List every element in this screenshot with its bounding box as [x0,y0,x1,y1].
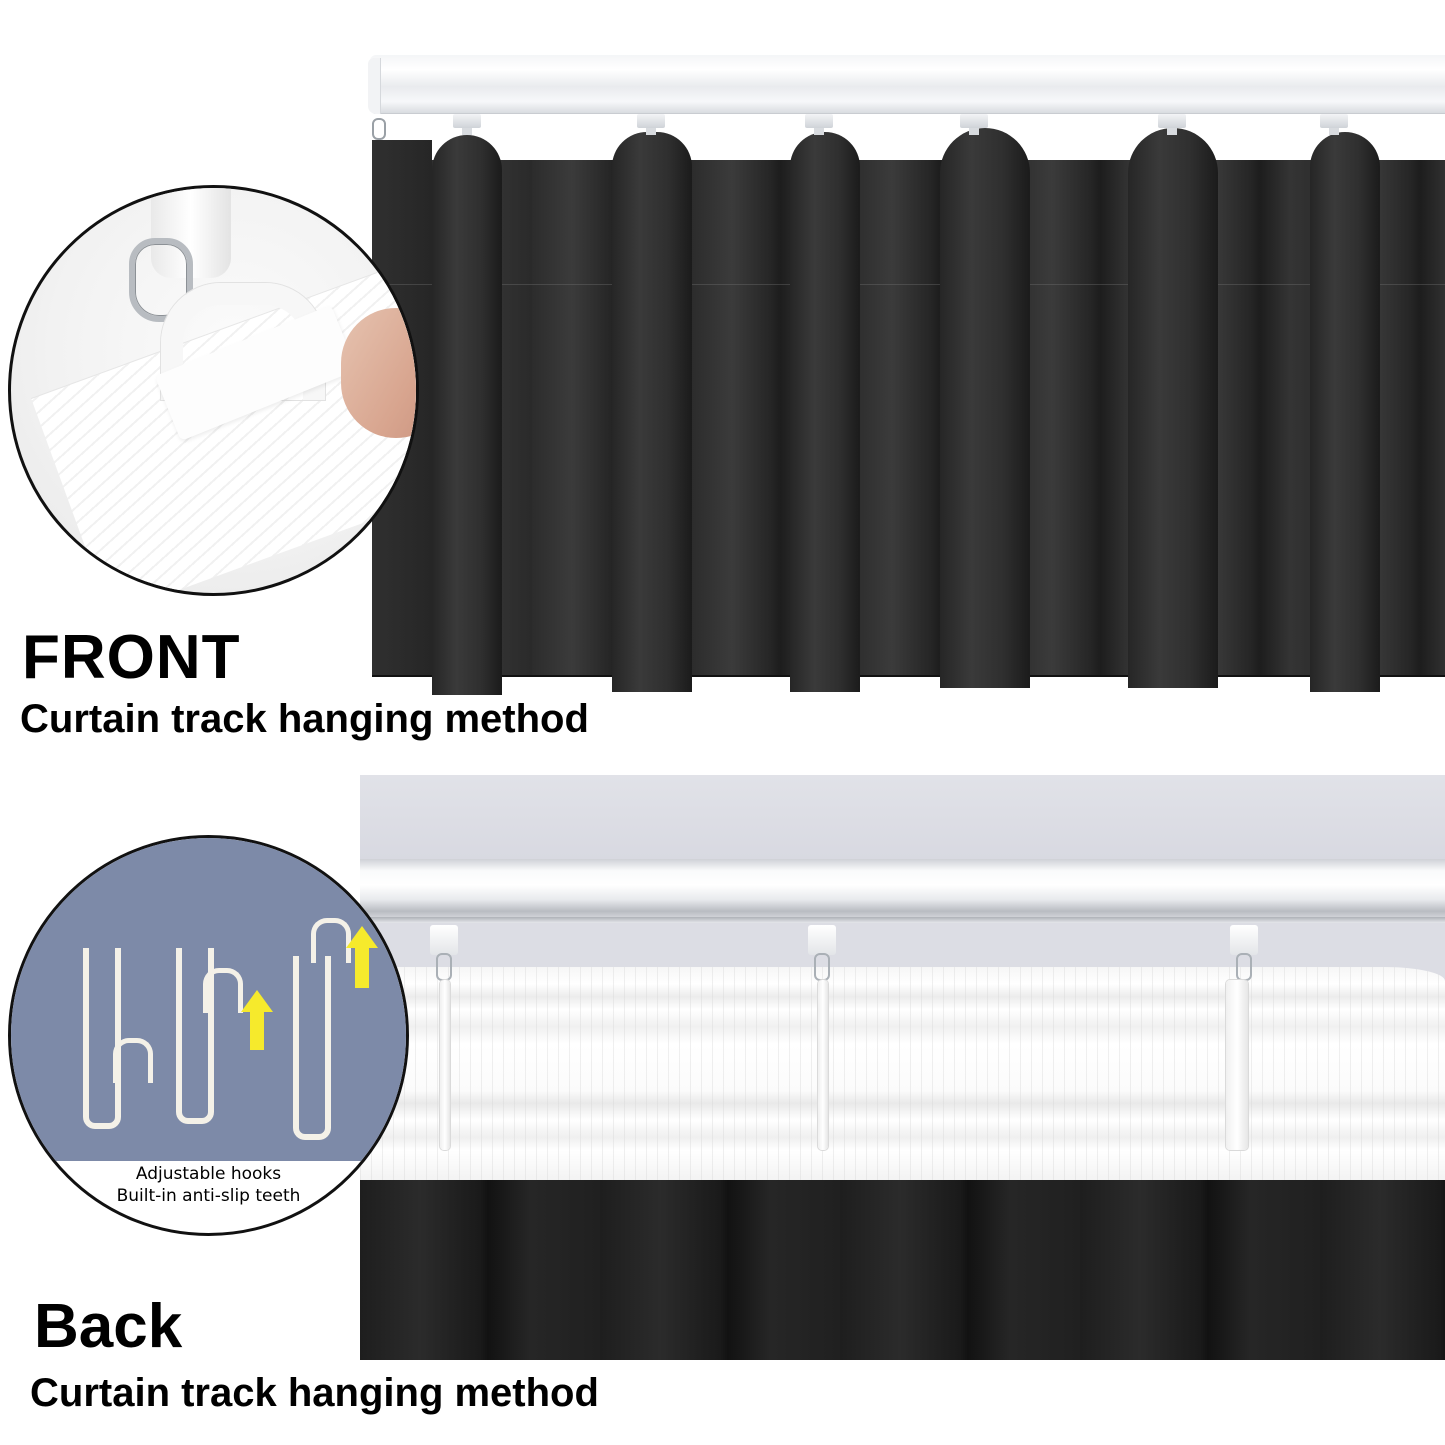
arrow-up-icon [346,926,378,948]
front-curtain-pleat [612,132,692,692]
arrow-up-icon-stem [355,948,369,988]
back-track-glider [808,925,836,955]
hook-curve-icon [311,918,351,963]
back-detail-inset: Adjustable hooks Built-in anti-slip teet… [8,835,409,1236]
back-hook-stem [440,980,450,1150]
front-curtain-pleat [1128,128,1218,688]
front-curtain-pleat [940,128,1030,688]
hook-curve-icon [203,968,243,1013]
back-track-rail [360,917,1445,923]
front-curtain-track [370,55,1445,113]
back-hook-ring-icon [1236,953,1252,981]
back-hook-ring-icon [814,953,830,981]
front-curtain-panel [372,160,1445,677]
metal-ring-icon [129,238,193,322]
back-hook-stem [1226,980,1248,1150]
front-track-glider [1320,114,1348,135]
wall-background [360,775,1445,860]
front-subheading: Curtain track hanging method [20,697,589,741]
adjustable-hook-icon [83,948,121,1129]
front-end-ring-icon [372,118,386,140]
back-heading: Back [34,1292,183,1361]
front-track-end-cap [368,58,380,114]
caption-line-1: Adjustable hooks [135,1164,282,1184]
back-curtain-track [360,859,1445,917]
back-curtain-panel [360,1180,1445,1360]
back-track-glider [1230,925,1258,955]
front-track-glider [960,114,988,135]
arrow-up-icon [241,990,273,1012]
arrow-up-icon-stem [250,1010,264,1050]
caption-line-2: Built-in anti-slip teeth [116,1186,301,1206]
front-track-glider [637,114,665,135]
back-hook-stem [818,980,828,1150]
front-curtain-pleat [432,135,502,695]
back-hook-ring-icon [436,953,452,981]
front-detail-inset [8,185,419,596]
front-curtain-stitch-line [372,284,1445,285]
inset-caption: Adjustable hooks Built-in anti-slip teet… [11,1163,406,1207]
front-curtain-pleat [790,132,860,692]
front-track-glider [453,114,481,135]
front-track-glider [805,114,833,135]
heading-tape [360,967,1445,1180]
hook-curve-icon [113,1038,153,1083]
back-subheading: Curtain track hanging method [30,1371,599,1415]
front-track-glider [1158,114,1186,135]
back-track-glider [430,925,458,955]
adjustable-hook-icon [293,956,331,1140]
finger [341,308,416,438]
back-product-photo [360,775,1445,1360]
adjustable-hook-icon [176,948,214,1124]
front-curtain-pleat [1310,132,1380,692]
front-heading: FRONT [22,623,241,692]
